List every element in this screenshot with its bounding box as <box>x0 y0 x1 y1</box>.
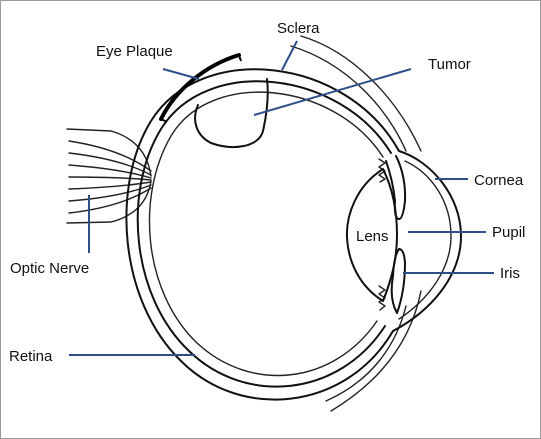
label-retina: Retina <box>9 348 53 365</box>
leader-lines <box>69 40 494 356</box>
cornea-inner <box>398 160 452 320</box>
eye-plaque-edge <box>160 54 242 123</box>
label-tumor: Tumor <box>428 56 471 73</box>
label-pupil: Pupil <box>492 224 525 241</box>
sclera-outer <box>125 68 400 401</box>
label-cornea: Cornea <box>474 172 524 189</box>
label-sclera: Sclera <box>277 20 320 37</box>
eye-plaque <box>159 53 241 121</box>
leader-sclera <box>281 40 298 71</box>
label-lens: Lens <box>356 228 389 245</box>
label-iris: Iris <box>500 265 520 282</box>
lens <box>345 168 398 302</box>
iris-lower <box>390 248 406 314</box>
sclera-inner <box>136 80 392 388</box>
optic-nerve-bundle <box>66 128 152 224</box>
tumor <box>194 78 269 148</box>
retina-layer <box>148 91 384 377</box>
label-eye-plaque: Eye Plaque <box>96 43 173 60</box>
eyelid-curves <box>290 35 422 412</box>
leader-tumor <box>253 68 412 116</box>
iris-upper <box>385 155 407 220</box>
label-optic-nerve: Optic Nerve <box>10 260 89 277</box>
cornea-outer <box>392 150 462 332</box>
leader-eye-plaque <box>162 68 200 80</box>
